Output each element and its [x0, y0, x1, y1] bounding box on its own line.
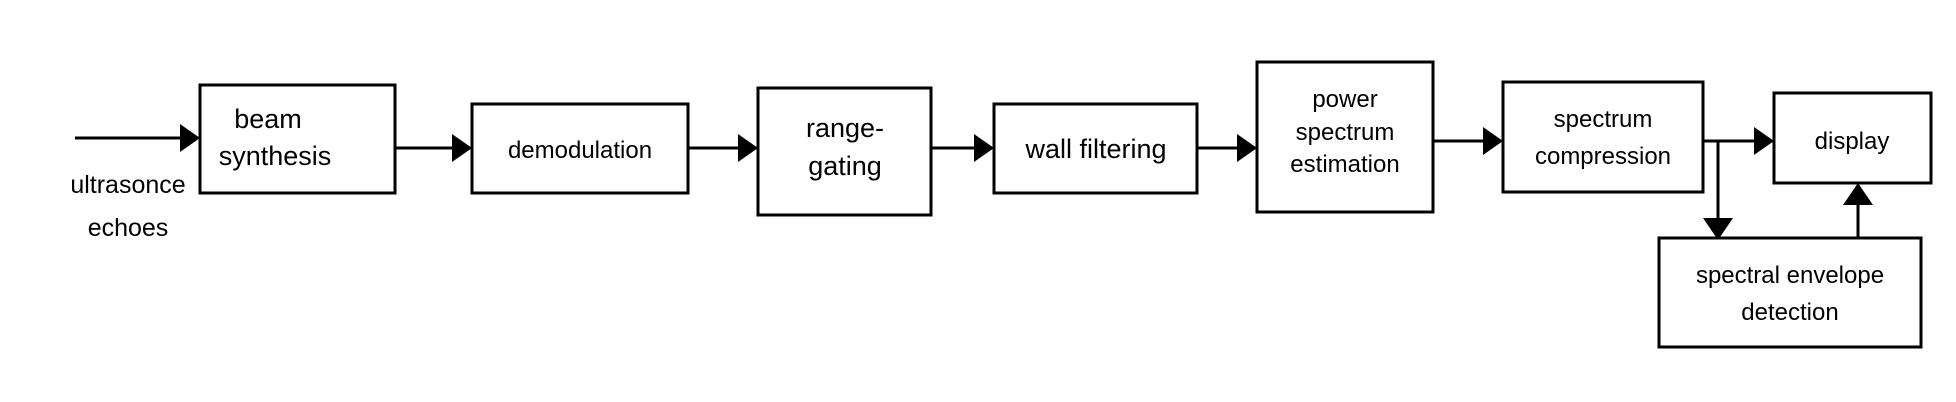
block-power-spectrum-estimation: power spectrum estimation	[1257, 62, 1433, 212]
arrowhead-display	[1754, 127, 1774, 155]
block-range-gating-label-1: range-	[806, 113, 884, 143]
block-spectral-envelope-detection-label-1: spectral envelope	[1696, 262, 1884, 289]
block-beam-synthesis-label-2: synthesis	[219, 141, 332, 171]
block-wall-filtering: wall filtering	[994, 104, 1197, 193]
block-range-gating: range- gating	[758, 88, 931, 215]
arrowhead-display-from-envelope	[1843, 183, 1873, 205]
block-spectrum-compression: spectrum compression	[1503, 82, 1703, 192]
block-spectral-envelope-detection: spectral envelope detection	[1659, 238, 1921, 347]
arrowhead-spectrum-compression	[1483, 127, 1503, 155]
block-spectral-envelope-detection-label-2: detection	[1741, 299, 1838, 326]
input-label-line-1: ultrasonce	[70, 171, 185, 199]
block-demodulation-label: demodulation	[508, 137, 652, 164]
block-spectrum-compression-label-1: spectrum	[1554, 106, 1653, 133]
block-power-spectrum-estimation-label-2: spectrum	[1296, 119, 1395, 146]
block-beam-synthesis-box	[200, 85, 395, 193]
block-range-gating-label-2: gating	[808, 151, 882, 181]
block-beam-synthesis: beam synthesis	[200, 85, 395, 193]
block-display: display	[1774, 93, 1931, 183]
arrowhead-power-spectrum	[1237, 134, 1257, 162]
arrowhead-wall-filtering	[974, 134, 994, 162]
block-wall-filtering-label: wall filtering	[1024, 134, 1166, 164]
input-label-line-2: echoes	[88, 214, 169, 242]
arrowhead-beam-synthesis	[180, 124, 200, 152]
block-power-spectrum-estimation-label-3: estimation	[1290, 151, 1399, 178]
block-beam-synthesis-label-1: beam	[234, 104, 302, 134]
block-display-label: display	[1815, 128, 1890, 155]
block-spectrum-compression-box	[1503, 82, 1703, 192]
block-spectrum-compression-label-2: compression	[1535, 143, 1671, 170]
arrowhead-range-gating	[738, 134, 758, 162]
block-spectral-envelope-detection-box	[1659, 238, 1921, 347]
arrowhead-demodulation	[452, 134, 472, 162]
block-demodulation: demodulation	[472, 104, 688, 193]
input-label-ultrasonce-echoes: ultrasonce echoes	[70, 171, 185, 242]
block-power-spectrum-estimation-label-1: power	[1312, 86, 1377, 113]
